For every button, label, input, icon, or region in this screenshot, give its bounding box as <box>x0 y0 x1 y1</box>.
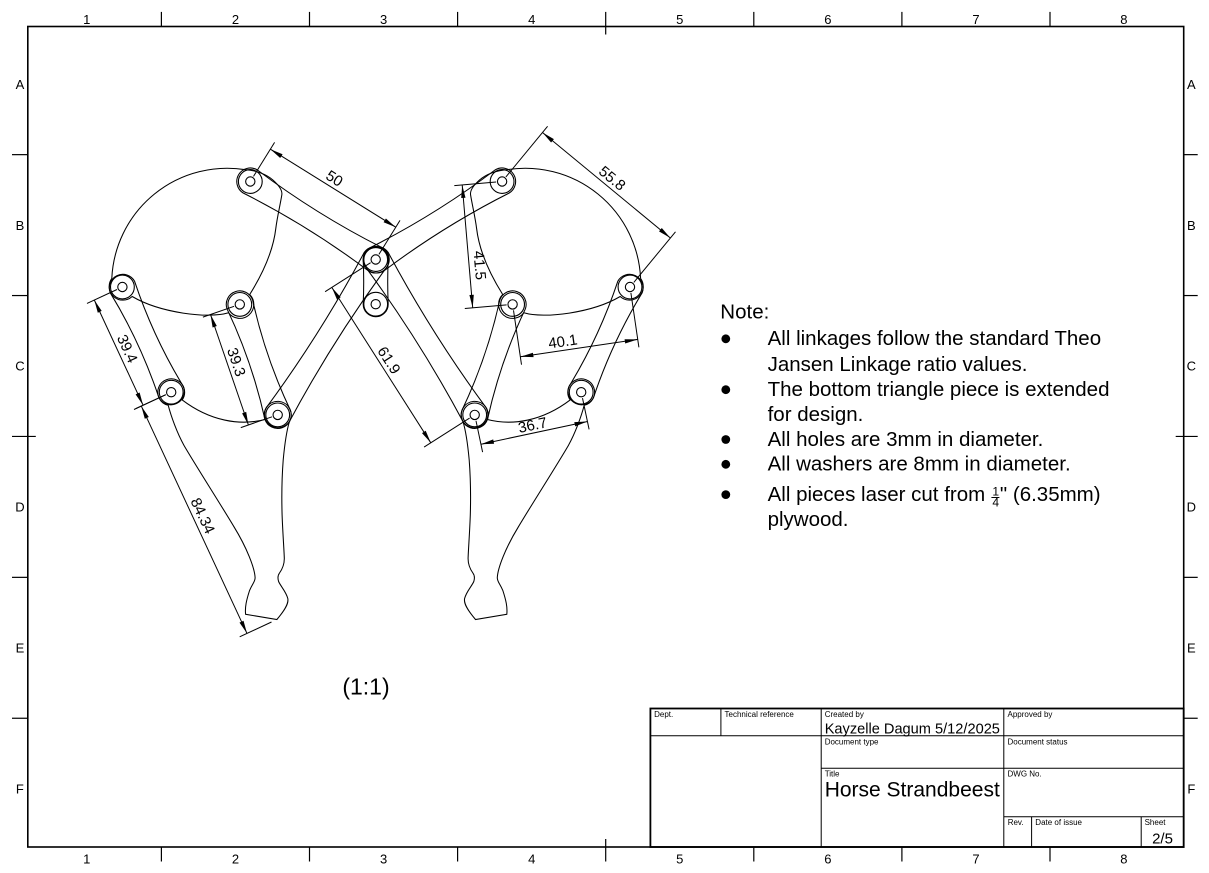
svg-text:(1:1): (1:1) <box>342 674 389 700</box>
svg-text:41.5: 41.5 <box>469 250 488 281</box>
svg-text:Document type: Document type <box>825 737 879 746</box>
svg-text:D: D <box>1187 500 1196 515</box>
svg-text:Title: Title <box>825 770 840 779</box>
svg-text:40.1: 40.1 <box>547 331 578 352</box>
svg-text:5: 5 <box>676 852 683 867</box>
svg-text:2/5: 2/5 <box>1152 831 1173 848</box>
svg-text:Jansen Linkage ratio values.: Jansen Linkage ratio values. <box>768 353 1028 376</box>
svg-text:1: 1 <box>83 852 90 867</box>
svg-text:Approved by: Approved by <box>1008 710 1053 719</box>
svg-text:F: F <box>16 781 24 796</box>
svg-text:4: 4 <box>992 495 999 509</box>
svg-text:Date of issue: Date of issue <box>1035 818 1082 827</box>
svg-text:C: C <box>15 359 24 374</box>
svg-text:Kayzelle Dagum 5/12/2025: Kayzelle Dagum 5/12/2025 <box>825 722 1000 738</box>
svg-text:6: 6 <box>824 852 831 867</box>
svg-text:Technical reference: Technical reference <box>725 710 795 719</box>
svg-text:A: A <box>16 77 25 92</box>
svg-text:Rev.: Rev. <box>1008 818 1024 827</box>
svg-text:E: E <box>1187 641 1196 656</box>
svg-text:Document status: Document status <box>1008 737 1068 746</box>
svg-text:C: C <box>1187 359 1196 374</box>
svg-text:8: 8 <box>1120 852 1127 867</box>
svg-text:36.7: 36.7 <box>517 414 549 437</box>
svg-text:50: 50 <box>323 167 346 190</box>
svg-text:A: A <box>1187 77 1196 92</box>
svg-text:4: 4 <box>528 852 535 867</box>
svg-text:2: 2 <box>232 852 239 867</box>
svg-text:Sheet: Sheet <box>1145 818 1167 827</box>
svg-text:for design.: for design. <box>768 403 864 426</box>
svg-text:F: F <box>1187 781 1195 796</box>
svg-text:All linkages follow the standa: All linkages follow the standard Theo <box>768 327 1102 350</box>
svg-text:4: 4 <box>528 12 535 27</box>
svg-text:E: E <box>16 641 25 656</box>
svg-text:DWG No.: DWG No. <box>1008 770 1042 779</box>
svg-text:8: 8 <box>1120 12 1127 27</box>
svg-text:B: B <box>1187 218 1196 233</box>
svg-text:3: 3 <box>380 12 387 27</box>
svg-text:7: 7 <box>972 852 979 867</box>
svg-text:Horse Strandbeest: Horse Strandbeest <box>825 779 1000 802</box>
svg-text:All pieces laser cut from: All pieces laser cut from <box>768 483 986 506</box>
svg-text:6: 6 <box>824 12 831 27</box>
svg-text:B: B <box>16 218 25 233</box>
svg-text:The bottom triangle piece is e: The bottom triangle piece is extended <box>768 378 1110 401</box>
svg-text:plywood.: plywood. <box>768 508 849 531</box>
svg-text:3: 3 <box>380 852 387 867</box>
svg-text:1: 1 <box>83 12 90 27</box>
svg-text:All washers are 8mm in diamete: All washers are 8mm in diameter. <box>768 453 1071 476</box>
svg-text:Dept.: Dept. <box>654 710 673 719</box>
svg-text:Note:: Note: <box>720 300 769 323</box>
svg-text:2: 2 <box>232 12 239 27</box>
svg-text:5: 5 <box>676 12 683 27</box>
svg-text:1: 1 <box>992 484 999 498</box>
svg-text:D: D <box>15 500 24 515</box>
svg-text:" (6.35mm): " (6.35mm) <box>1000 483 1101 506</box>
svg-text:All holes are 3mm in diameter.: All holes are 3mm in diameter. <box>768 428 1044 451</box>
svg-text:Created by: Created by <box>825 710 864 719</box>
svg-text:7: 7 <box>972 12 979 27</box>
